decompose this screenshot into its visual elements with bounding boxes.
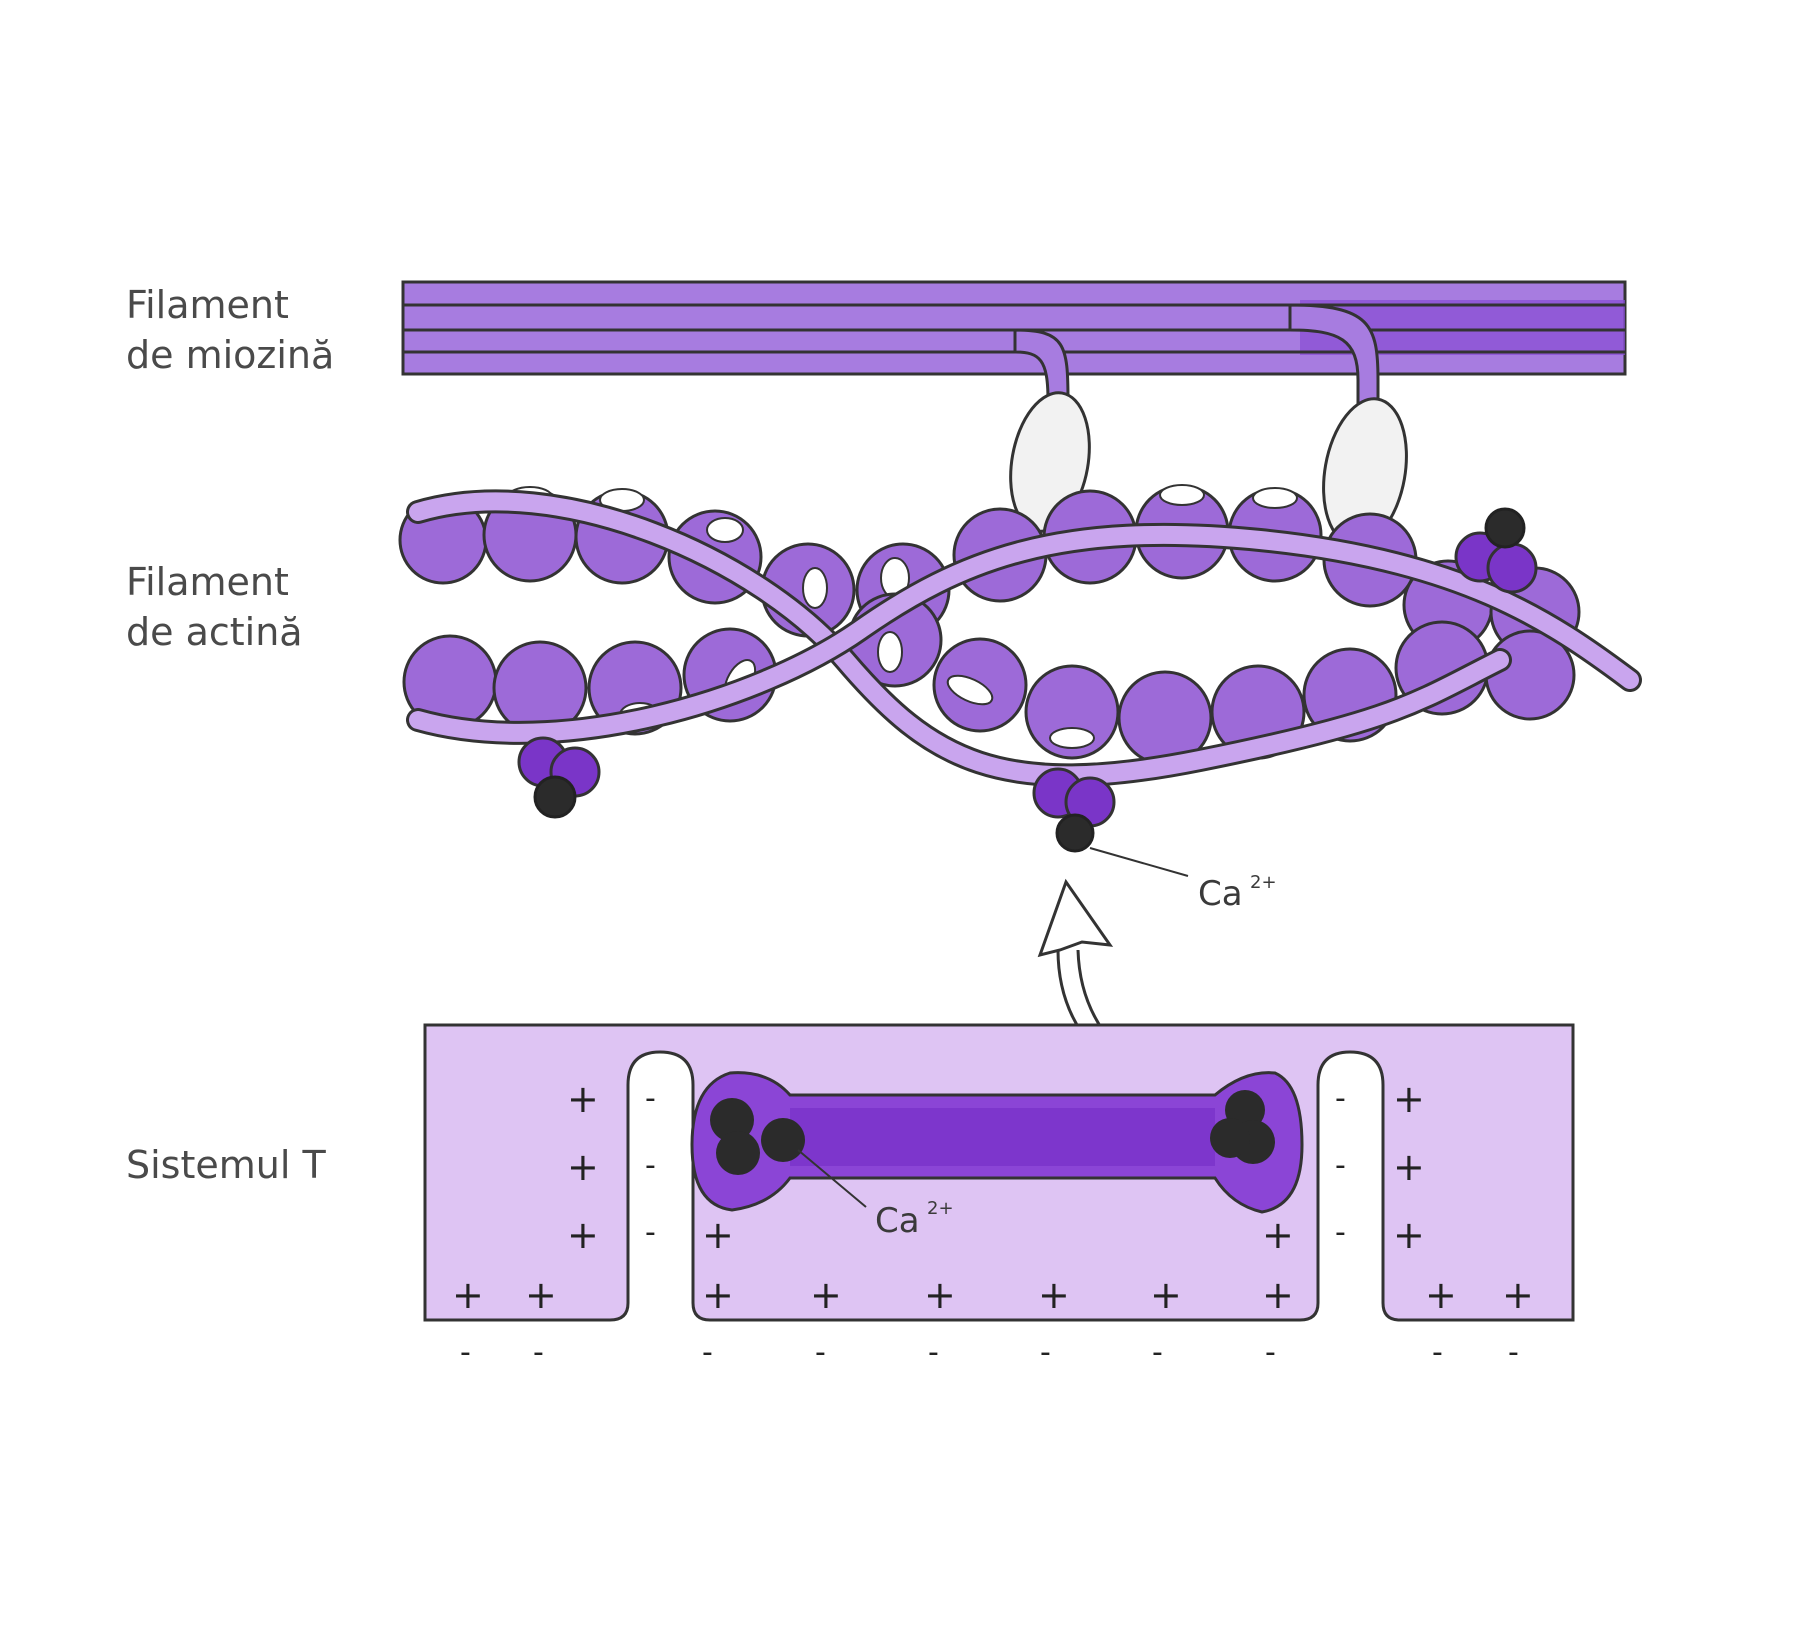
plus-sign: + [525,1273,557,1317]
plus-sign: + [810,1273,842,1317]
minus-sign: - [645,1148,656,1183]
outer-negative-charges: - - - - - - - - - - [460,1335,1519,1370]
minus-sign: - [645,1215,656,1250]
plus-sign: + [702,1273,734,1317]
sarcoplasmic-reticulum-core [790,1108,1215,1166]
minus-sign: - [1335,1215,1346,1250]
actin-label: Filament de actină [126,560,303,654]
minus-sign: - [928,1335,939,1370]
actin-filament [398,484,1642,853]
troponin-complex [1454,507,1538,594]
plus-sign: + [702,1213,734,1257]
actin-binding-site [946,674,994,706]
tropomyosin-strand [409,492,1509,785]
tropomyosin [406,489,1642,788]
plus-sign: + [452,1273,484,1317]
calcium-ion [716,1131,760,1175]
minus-sign: - [533,1335,544,1370]
calcium-label-base: Ca [875,1201,920,1241]
calcium-label-sup: 2+ [1250,872,1277,893]
plus-sign: + [1393,1213,1425,1257]
membrane-positive-charges: + + + + + + + + + + + + + + + + + + [452,1077,1534,1317]
actin-binding-site [802,567,828,609]
plus-sign: + [1262,1213,1294,1257]
calcium-cluster-right [1210,1090,1275,1164]
minus-sign: - [1335,1081,1346,1116]
tsystem-label: Sistemul T [126,1143,326,1187]
minus-sign: - [1152,1335,1163,1370]
actin-label-line1: Filament [126,560,289,604]
calcium-cluster-left [710,1098,805,1175]
calcium-label-sup: 2+ [927,1198,954,1219]
troponin-subunit [1486,542,1538,594]
plus-sign: + [567,1077,599,1121]
calcium-leader-line [797,1149,867,1208]
minus-sign: - [1508,1335,1519,1370]
minus-sign: - [702,1335,713,1370]
myosin-label-line2: de miozină [126,333,334,377]
minus-sign: - [1265,1335,1276,1370]
plus-sign: + [1150,1273,1182,1317]
actin-binding-site [877,631,903,673]
plus-sign: + [1393,1077,1425,1121]
plus-sign: + [567,1213,599,1257]
minus-sign: - [1335,1148,1346,1183]
calcium-ion [1210,1118,1250,1158]
calcium-ion [533,775,577,819]
calcium-ion [761,1118,805,1162]
plus-sign: + [567,1145,599,1189]
t-system: Ca 2+ + + + + + + + + + + + + + + + + + … [423,1023,1575,1370]
calcium-label-base: Ca [1198,874,1243,914]
calcium-ion [1055,813,1095,853]
minus-sign: - [1432,1335,1443,1370]
troponin-complex [1032,767,1116,853]
myosin-filament [401,280,1627,547]
actin-label-line2: de actină [126,610,303,654]
actin-binding-site [1252,487,1298,509]
myosin-label: Filament de miozină [126,283,334,377]
plus-sign: + [1038,1273,1070,1317]
plus-sign: + [1393,1145,1425,1189]
minus-sign: - [1040,1335,1051,1370]
minus-sign: - [460,1335,471,1370]
plus-sign: + [924,1273,956,1317]
calcium-ion [710,1098,754,1142]
minus-sign: - [645,1081,656,1116]
troponin-complex [517,736,601,819]
actin-binding-site [1159,484,1205,506]
plus-sign: + [1502,1273,1534,1317]
calcium-label-bottom: Ca 2+ [875,1198,954,1241]
plus-sign: + [1425,1273,1457,1317]
minus-sign: - [815,1335,826,1370]
myosin-label-line1: Filament [126,283,289,327]
calcium-label-top: Ca 2+ [1198,872,1277,914]
calcium-release-arrowhead [1037,878,1114,958]
actin-binding-site [1049,727,1095,749]
plus-sign: + [1262,1273,1294,1317]
tubule-negative-charges: - - - - - - [645,1081,1346,1250]
calcium-ion [1484,507,1526,549]
tropomyosin-strand [409,525,1639,742]
calcium-leader-line [1089,847,1189,877]
actin-binding-site [706,517,744,543]
